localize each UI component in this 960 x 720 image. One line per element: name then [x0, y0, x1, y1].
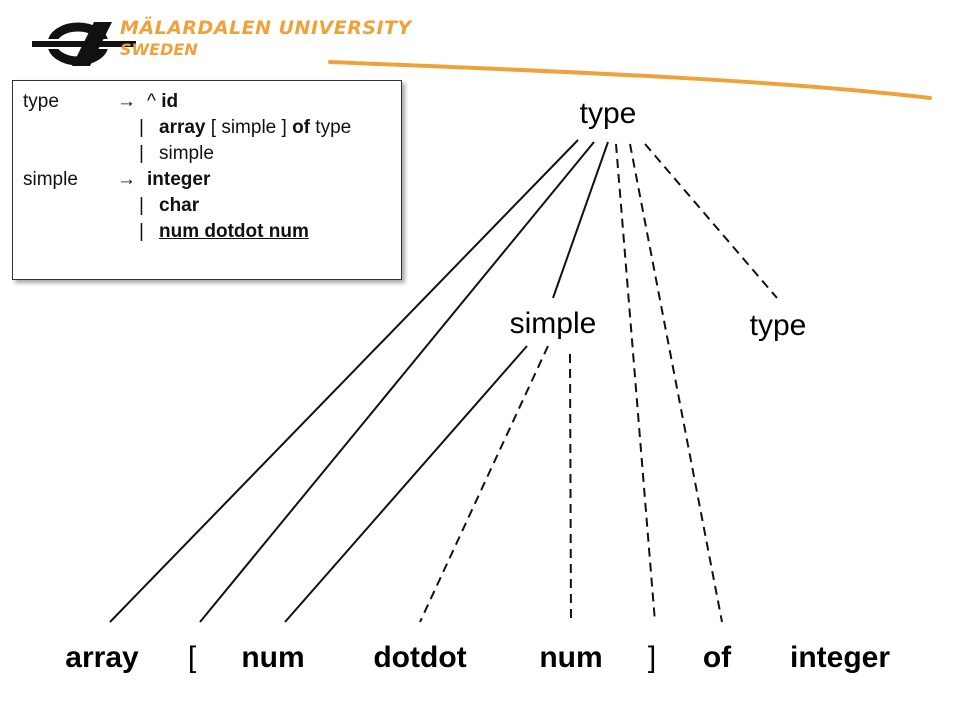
- grammar-symbol: type: [310, 117, 352, 138]
- node-type-child: type: [750, 309, 807, 342]
- university-country: SWEDEN: [120, 39, 198, 59]
- grammar-symbol: char: [159, 195, 200, 216]
- edge-root-array: [109, 139, 579, 623]
- leaf-of: of: [703, 641, 732, 674]
- grammar-rule-row: simple → integer: [13, 167, 401, 193]
- grammar-rules-box: type→^ id|array [ simple ] of type|simpl…: [12, 80, 402, 280]
- university-wordmark: MÄLARDALEN UNIVERSITY SWEDEN: [120, 18, 412, 58]
- grammar-rule-rhs: ^ id: [147, 89, 178, 115]
- node-simple: simple: [510, 307, 597, 340]
- grammar-symbol: ^: [147, 91, 162, 112]
- leaf-array: array: [65, 641, 139, 674]
- grammar-rule-row: | num dotdot num: [13, 219, 401, 245]
- edge-root-simple: [552, 141, 609, 299]
- grammar-rule-rhs: array [ simple ] of type: [159, 115, 351, 141]
- node-root-type: type: [580, 97, 637, 130]
- grammar-rule-row: | char: [13, 193, 401, 219]
- grammar-arrow: →: [117, 169, 136, 190]
- grammar-alternative-bar: |: [139, 195, 144, 216]
- edge-root-rbracket: [615, 143, 656, 623]
- grammar-rule-lhs: simple: [23, 169, 78, 190]
- grammar-rule-row: | simple: [13, 141, 401, 167]
- university-name: MÄLARDALEN UNIVERSITY: [120, 17, 412, 39]
- grammar-rule-rhs: integer: [147, 167, 210, 193]
- grammar-rule-row: type → ^ id: [13, 89, 401, 115]
- grammar-symbol: [ simple ]: [205, 117, 293, 138]
- leaf-num-1: num: [241, 641, 304, 674]
- university-logo-mark-icon: [30, 22, 140, 66]
- edge-root-of: [629, 143, 723, 623]
- grammar-alternative-bar: |: [139, 117, 144, 138]
- grammar-rule-rhs: simple: [159, 141, 214, 167]
- leaf-integer: integer: [790, 641, 890, 674]
- grammar-arrow: →: [117, 91, 136, 112]
- leaf-lbracket: [: [188, 641, 197, 674]
- edge-simple-num2: [569, 353, 572, 623]
- grammar-symbol: simple: [159, 143, 214, 164]
- leaf-dotdot: dotdot: [373, 641, 466, 674]
- edge-root-type2: [644, 143, 778, 299]
- university-logo: MÄLARDALEN UNIVERSITY SWEDEN: [30, 14, 411, 74]
- grammar-symbol: of: [292, 117, 311, 138]
- leaf-num-2: num: [539, 641, 602, 674]
- grammar-alternative-bar: |: [139, 221, 144, 242]
- grammar-symbol: integer: [147, 169, 211, 190]
- grammar-alternative-bar: |: [139, 143, 144, 164]
- grammar-rule-row: | array [ simple ] of type: [13, 115, 401, 141]
- edge-root-lbracket: [199, 141, 595, 623]
- grammar-rule-rhs: num dotdot num: [159, 219, 309, 245]
- grammar-symbol: array: [159, 117, 206, 138]
- edge-simple-num1: [284, 345, 528, 623]
- grammar-symbol: num dotdot num: [159, 221, 309, 242]
- grammar-rule-rhs: char: [159, 193, 199, 219]
- grammar-symbol: id: [161, 91, 179, 112]
- edge-simple-dotdot: [419, 345, 549, 623]
- grammar-rule-lhs: type: [23, 91, 59, 112]
- leaf-rbracket: ]: [648, 641, 656, 674]
